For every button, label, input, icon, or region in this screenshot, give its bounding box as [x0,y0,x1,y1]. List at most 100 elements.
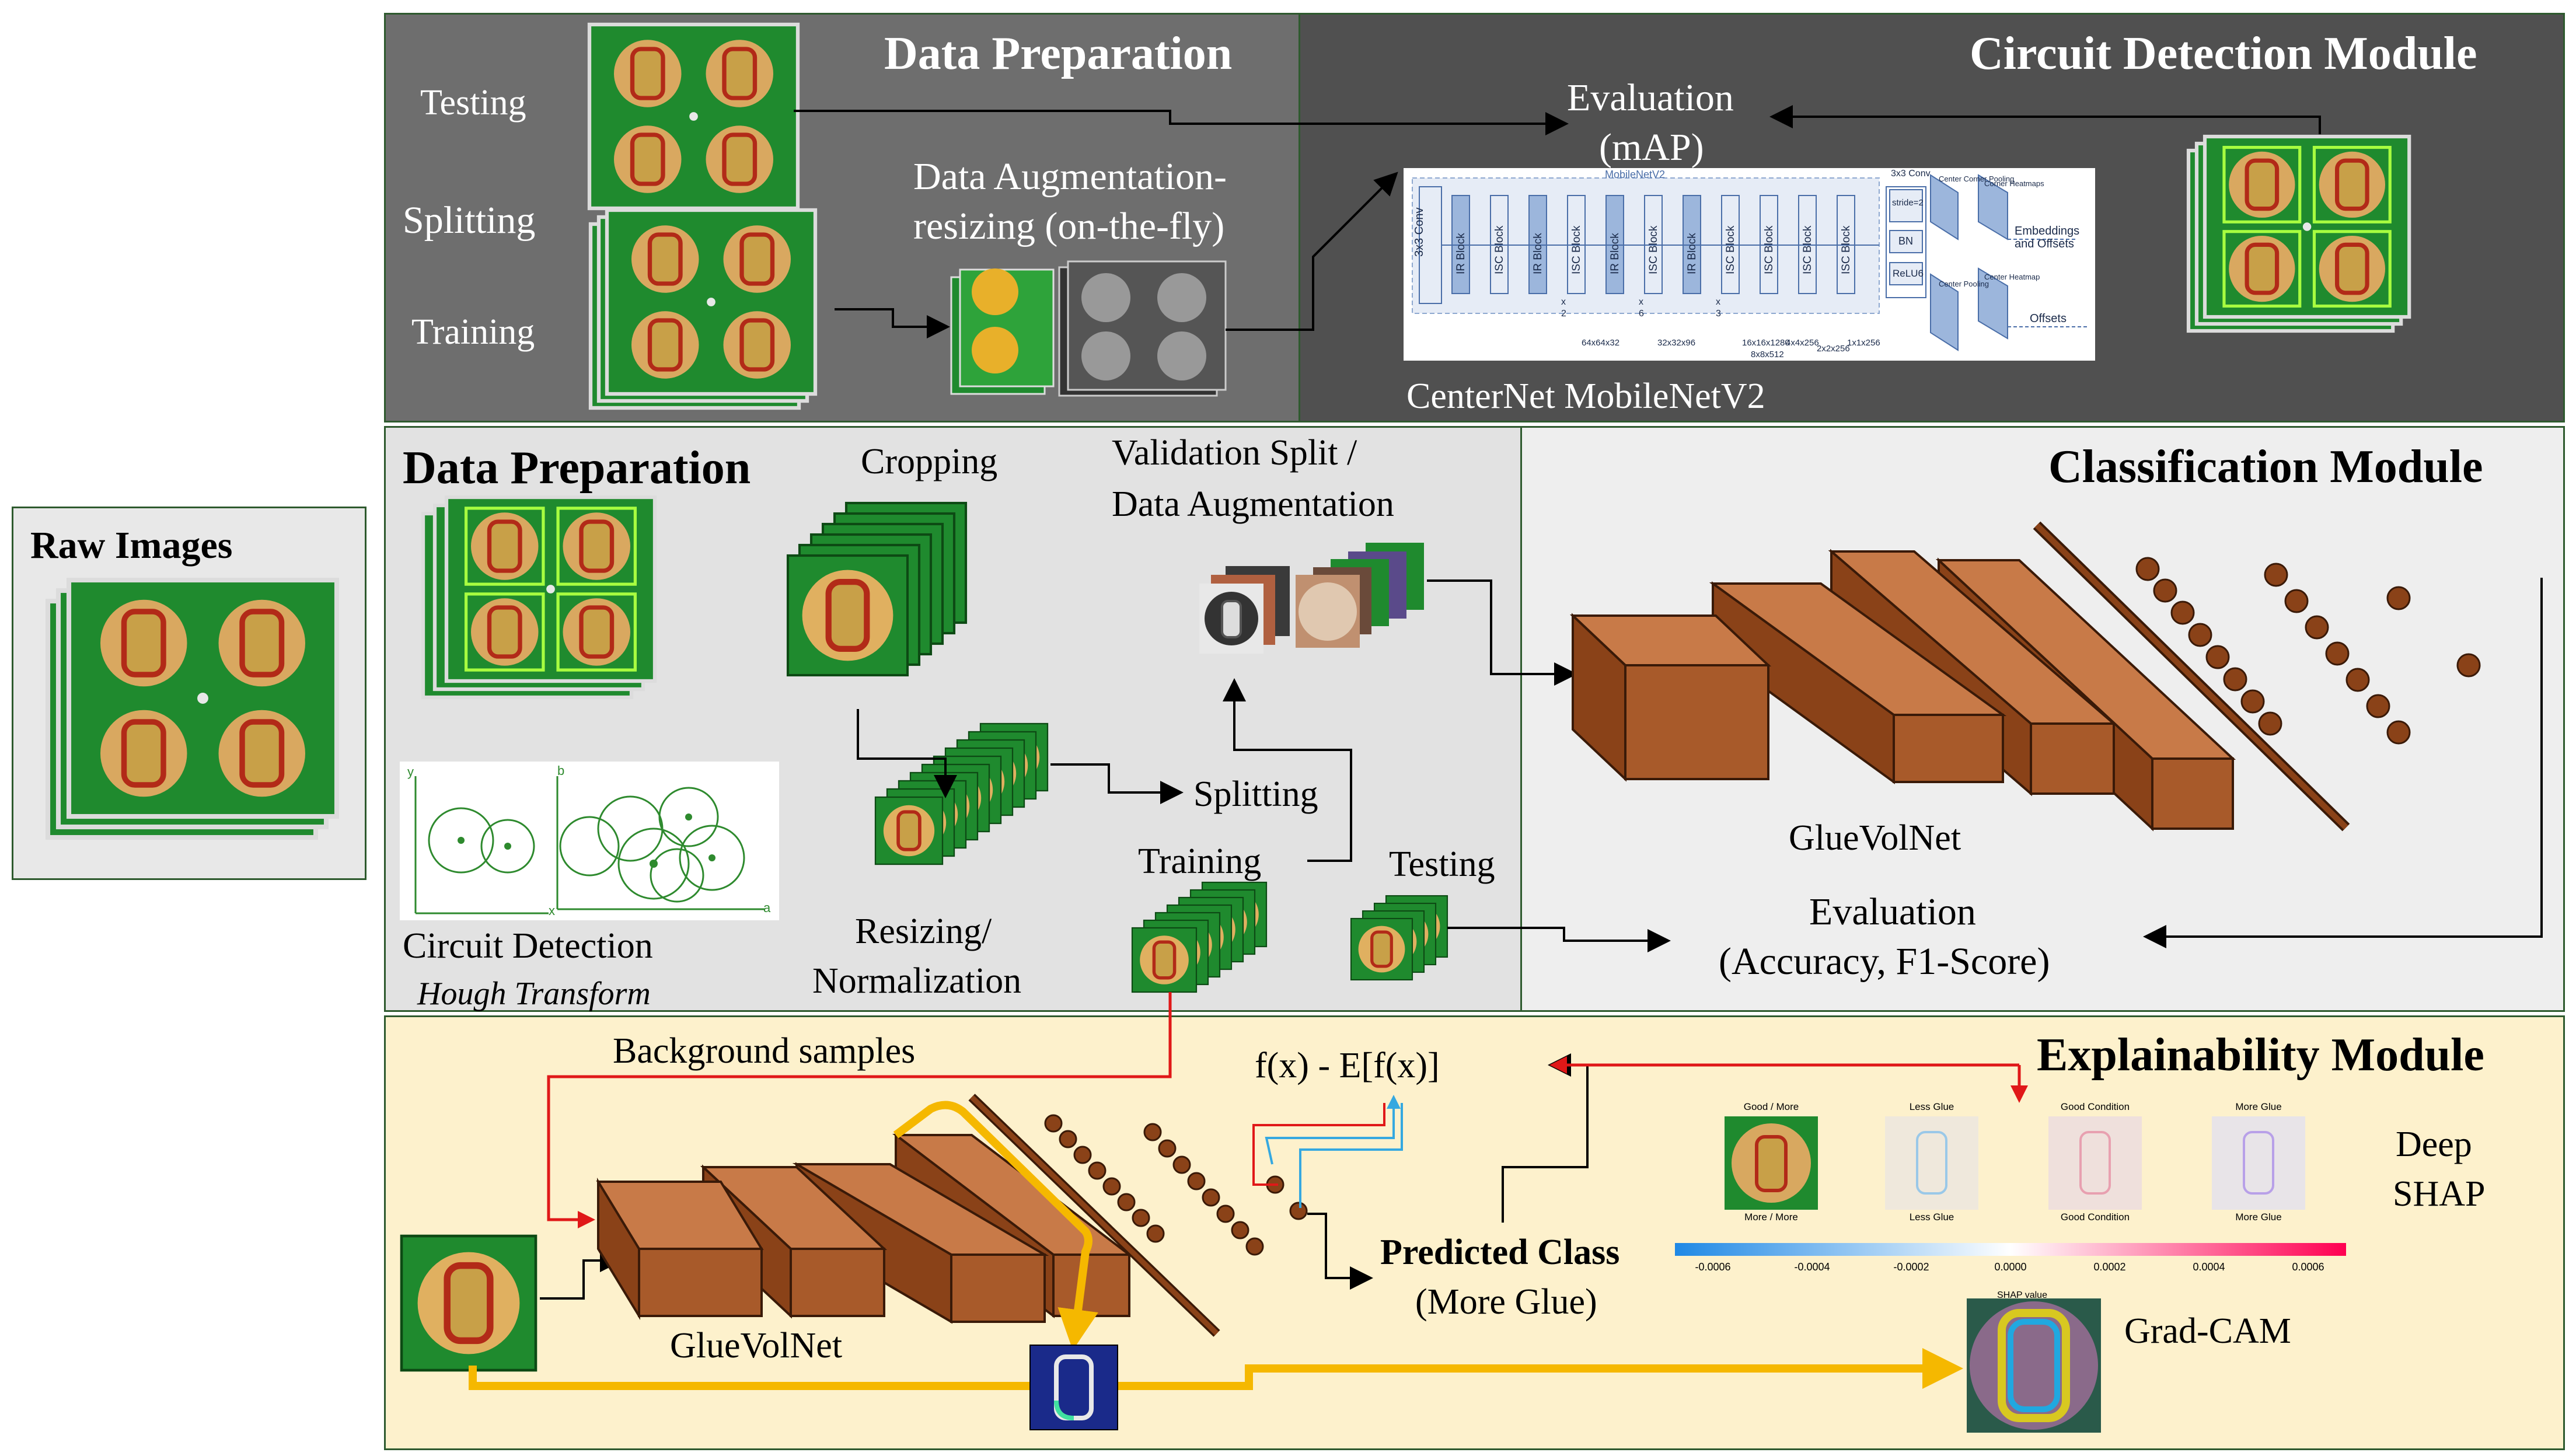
heat2-label: Center Heatmap [1984,273,2040,281]
head-conv-label: 3x3 Conv [1891,169,1931,179]
formula-label: f(x) - E[f(x)] [1255,1046,1440,1085]
multiplier-label: 3 [1716,309,1721,319]
colorbar-label: SHAP value [1997,1290,2047,1300]
shap-colorbar [1675,1243,2346,1256]
testing-samples [1351,896,1447,980]
pool1-label: Center Corner Pooling [1939,174,2015,183]
network-block-label: ISC Block [1840,225,1852,274]
shap-images [1725,1116,2305,1210]
testing-label: Testing [420,83,526,123]
training-samples [1132,882,1266,992]
hough-label: Hough Transform [417,976,651,1012]
feature-size-label: 8x8x512 [1751,350,1784,359]
map-eval-label-2: (mAP) [1599,126,1704,169]
centernet-diagram [1404,168,2095,361]
validation-label-2: Data Augmentation [1112,484,1394,524]
multiplier-label: x [1561,297,1566,307]
colorbar-tick: -0.0004 [1794,1261,1830,1273]
deep-shap-label-2: SHAP [2393,1174,2486,1214]
splitting-mid-label: Splitting [1193,774,1318,814]
resizing-label-2: Normalization [812,961,1022,1001]
first-conv-label: 3x3 Conv [1413,207,1426,257]
hough-x-label: x [549,903,555,918]
raw-images-title: Raw Images [30,524,233,567]
gradcam-large [1967,1298,2101,1433]
augmentation-samples [950,260,1227,397]
network-block-label: IR Block [1532,233,1544,274]
mid-data-prep-title: Data Preparation [403,442,751,494]
splitting-label: Splitting [403,199,536,242]
shap-top-caption: Good Condition [2060,1101,2130,1112]
shap-bottom-caption: More / More [1744,1211,1798,1223]
shap-bottom-caption: Good Condition [2060,1211,2130,1223]
output-nodes [2386,586,2481,678]
feature-size-label: 4x4x256 [1786,338,1819,348]
hough-y-label: y [407,764,414,779]
augmentation-label-2: resizing (on-the-fly) [913,205,1225,247]
colorbar-tick: -0.0006 [1695,1261,1731,1273]
feature-size-label: 2x2x256 [1817,344,1850,354]
colorbar-tick: -0.0002 [1893,1261,1929,1273]
network-block-label: ISC Block [1493,225,1506,274]
feature-size-label: 64x64x32 [1582,338,1620,348]
network-block-label: ISC Block [1647,225,1660,274]
bn-label: BN [1898,235,1914,247]
circuit-detection-title: Circuit Detection Module [1970,28,2477,79]
training-label: Training [411,312,535,352]
gradcam-label: Grad-CAM [2124,1311,2291,1351]
feature-size-label: 1x1x256 [1847,338,1880,348]
network-block-label: ISC Block [1802,225,1814,274]
resized-samples [875,724,1048,864]
dense-nodes-1 [2135,557,2282,736]
training-mid-label: Training [1138,842,1262,881]
heat1-label: Corner Heatmaps [1984,179,2044,188]
hough-transform-plot [400,762,779,920]
predicted-class-label-2: (More Glue) [1415,1282,1597,1322]
centernet-label: CenterNet MobileNetV2 [1406,376,1765,416]
dense-nodes-2 [2264,563,2411,745]
network-block-label: IR Block [1686,233,1698,274]
shap-bottom-caption: More Glue [2235,1211,2282,1223]
explain-nodes-1 [1044,1114,1165,1243]
gluevolnet-bottom-label: GlueVolNet [670,1326,843,1366]
gluevolnet-classifier [1569,549,2236,832]
multiplier-label: x [1639,297,1643,307]
mobilenet-label: MobileNetV2 [1605,169,1666,180]
resizing-label-1: Resizing/ [855,912,992,951]
cropping-label: Cropping [861,442,998,481]
gluevolnet-explain [596,1132,1133,1324]
top-data-prep-title: Data Preparation [884,28,1233,79]
shap-top-caption: More Glue [2235,1101,2282,1112]
multiplier-label: x [1716,297,1720,307]
accuracy-eval-label-1: Evaluation [1809,891,1976,933]
explain-nodes-2 [1143,1123,1264,1256]
validation-label-1: Validation Split / [1112,433,1357,473]
embeddings-label: Embeddings and Offsets [2015,225,2080,250]
network-block-label: ISC Block [1725,225,1737,274]
predicted-class-label-1: Predicted Class [1380,1232,1620,1272]
feature-size-label: 16x16x1280 [1742,338,1790,348]
accuracy-eval-label-2: (Accuracy, F1-Score) [1719,940,2050,983]
shap-top-caption: Good / More [1743,1101,1799,1112]
offsets-label: Offsets [2030,312,2067,325]
explainability-title: Explainability Module [2037,1029,2484,1081]
background-samples-label: Background samples [613,1031,916,1071]
multiplier-label: 2 [1561,309,1566,319]
colorbar-tick: 0.0004 [2193,1261,2225,1273]
network-block-label: ISC Block [1763,225,1775,274]
deep-shap-label-1: Deep [2396,1125,2472,1164]
feature-size-label: 32x32x96 [1657,338,1696,348]
head-stride-label: stride=2 [1892,198,1924,208]
colorbar-tick: 0.0000 [1994,1261,2027,1273]
raw-images-stack [48,580,337,837]
network-block-label: ISC Block [1570,225,1583,274]
network-block-label: IR Block [1609,233,1621,274]
relu-label: ReLU6 [1893,268,1924,279]
circuit-detection-label: Circuit Detection [403,926,653,966]
cropped-samples [788,503,966,675]
map-eval-label-1: Evaluation [1567,76,1734,119]
gradcam-small [1029,1345,1118,1430]
shap-bottom-caption: Less Glue [1909,1211,1954,1223]
augmentation-label-1: Data Augmentation- [913,155,1227,198]
